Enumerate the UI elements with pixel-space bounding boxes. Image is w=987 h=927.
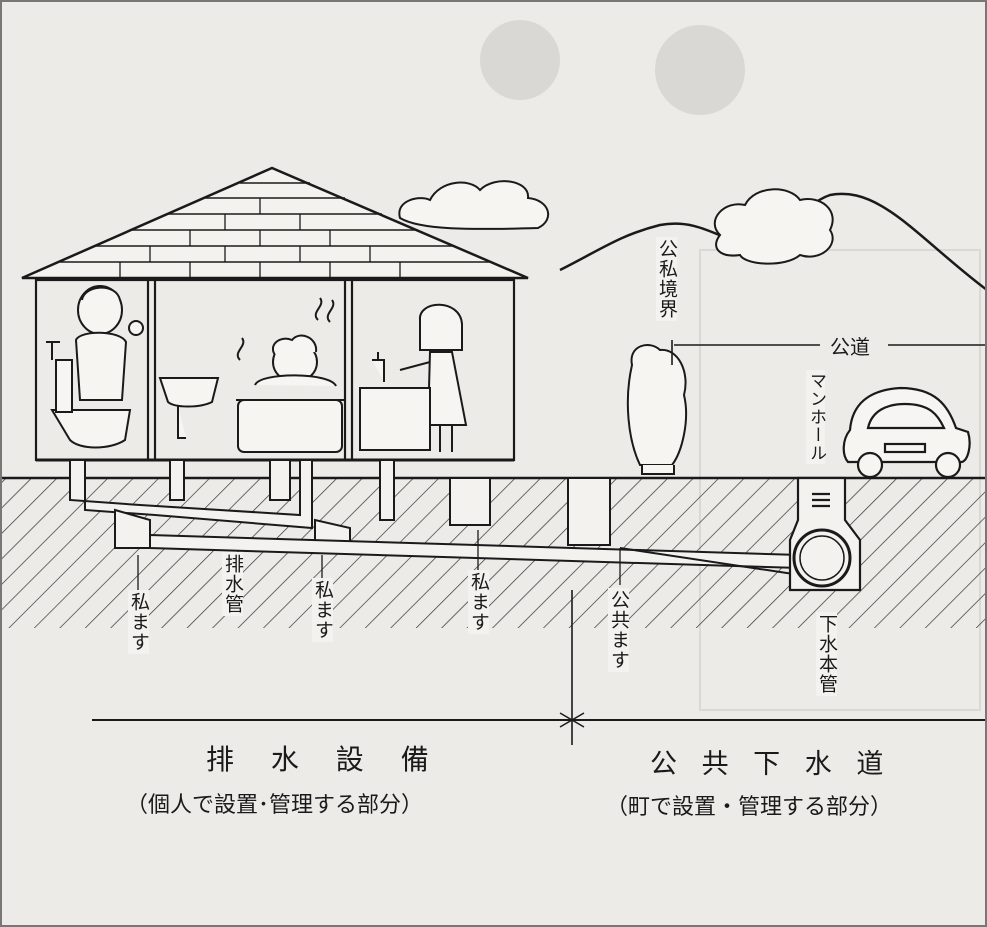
public-road-label: 公道 [824,331,876,360]
sewer-main-label: 下水本管 [816,612,838,696]
cloud-right [713,188,834,265]
public-sewer-note: （町で設置・管理する部分） [606,795,893,820]
drainage-facility-note: （個人で設置･管理する部分） [126,793,424,818]
sewer-main-pipe [792,528,852,588]
public-basin-label: 公共ます [608,588,630,672]
private-basin-label-3: 私ます [468,570,490,634]
wash-basin [158,377,220,439]
background-bleed [480,20,981,711]
man-figure [46,285,144,449]
woman-figure [359,303,468,452]
cloud-left [398,180,550,230]
house-roof [21,166,529,280]
private-basin-label-2: 私ます [312,578,334,642]
drainage-facility-title: 排 水 設 備 [206,743,443,776]
public-sewer-title: 公 共 下 水 道 [650,749,892,780]
child-in-bath [236,297,344,453]
public-private-boundary-label: 公私境界 [656,237,678,321]
private-basin-label-1: 私ます [128,590,150,654]
manhole-label: マンホール [806,370,826,464]
drain-pipe-label: 排水管 [222,552,244,616]
pedestrian-figure [626,344,688,475]
car [842,386,971,479]
